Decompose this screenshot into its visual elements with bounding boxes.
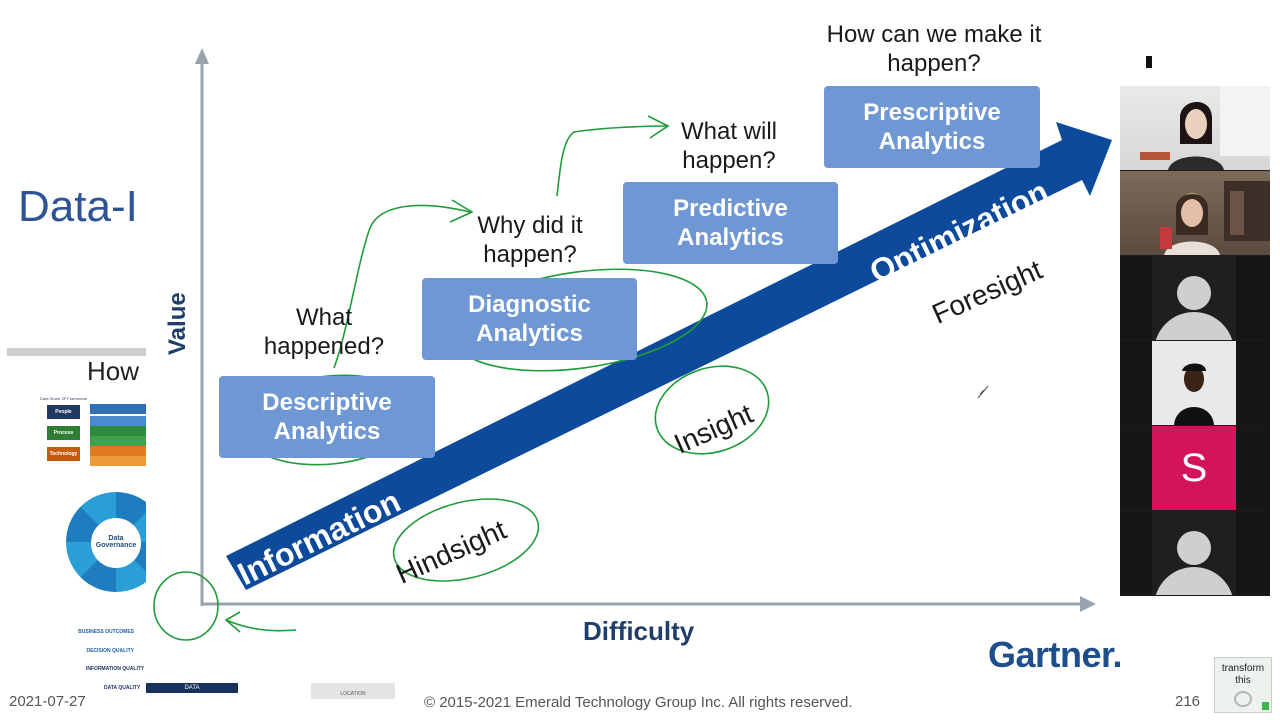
x-axis-label: Difficulty bbox=[583, 616, 695, 646]
framework-people: People bbox=[47, 405, 80, 419]
slide-title-fragment: Data-I bbox=[18, 182, 138, 231]
framework-bar bbox=[90, 426, 146, 436]
mini-framework-diagram: Data Smart 3P Framework People Process T… bbox=[40, 396, 146, 468]
question-how-can-we-make-it-happen: How can we make it happen? bbox=[826, 21, 1042, 77]
framework-process: Process bbox=[47, 426, 80, 440]
framework-bar bbox=[90, 416, 146, 426]
quality-level: DECISION QUALITY bbox=[86, 648, 134, 654]
question-why-did-it-happen: Why did it happen? bbox=[477, 212, 583, 268]
participant-video-panel: S bbox=[1120, 86, 1270, 596]
participant-initial: S bbox=[1152, 426, 1236, 510]
participant-tile-5[interactable]: S bbox=[1120, 426, 1270, 510]
window-marker bbox=[1146, 56, 1152, 68]
data-tab: DATA bbox=[146, 683, 238, 693]
slide-number: 216 bbox=[1175, 693, 1201, 710]
transform-icon bbox=[1234, 691, 1252, 707]
stage-descriptive-analytics: Descriptive Analytics bbox=[219, 376, 435, 458]
person-avatar-icon bbox=[1152, 511, 1236, 595]
footer-copyright: © 2015-2021 Emerald Technology Group Inc… bbox=[424, 694, 853, 711]
participant-tile-6[interactable] bbox=[1120, 511, 1270, 595]
question-what-happened: What happened? bbox=[263, 304, 385, 360]
y-axis-label: Value bbox=[164, 292, 191, 355]
participant-video-icon bbox=[1160, 181, 1270, 255]
footer-date: 2021-07-27 bbox=[9, 693, 86, 710]
status-dot-icon bbox=[1262, 702, 1269, 710]
framework-caption: Data Smart 3P Framework bbox=[40, 396, 88, 401]
transform-this-button[interactable]: transform this bbox=[1214, 657, 1272, 713]
y-axis-arrow bbox=[195, 48, 209, 64]
gartner-logo: Gartner. bbox=[988, 634, 1123, 675]
framework-bar bbox=[90, 446, 146, 456]
participant-video-icon bbox=[1140, 86, 1270, 170]
question-what-will-happen: What will happen? bbox=[680, 118, 777, 174]
participant-tile-4[interactable] bbox=[1120, 341, 1270, 425]
stage-diagnostic-analytics: Diagnostic Analytics bbox=[422, 278, 637, 360]
left-slide-fragment: Data-I How Data Smart 3P Framework Peopl… bbox=[0, 0, 146, 720]
participant-tile-3[interactable] bbox=[1120, 256, 1270, 340]
location-tab: LOCATION bbox=[311, 683, 395, 699]
optimization-arrow bbox=[226, 122, 1112, 590]
governance-center: Data Governance bbox=[91, 518, 141, 568]
stage-prescriptive-analytics: Prescriptive Analytics bbox=[824, 86, 1040, 168]
quality-level: BUSINESS OUTCOMES bbox=[78, 629, 134, 635]
stage-predictive-analytics: Predictive Analytics bbox=[623, 182, 838, 264]
divider bbox=[7, 348, 146, 356]
pen-cursor-icon bbox=[977, 385, 989, 399]
framework-bar bbox=[90, 456, 146, 466]
participant-video-icon bbox=[1152, 341, 1236, 425]
x-axis-arrow bbox=[1080, 596, 1096, 612]
person-avatar-icon bbox=[1152, 256, 1236, 340]
quality-level: INFORMATION QUALITY bbox=[86, 666, 145, 672]
participant-tile-2[interactable] bbox=[1120, 171, 1270, 255]
subtitle-fragment: How bbox=[87, 356, 140, 386]
framework-technology: Technology bbox=[47, 447, 80, 461]
framework-bar bbox=[90, 404, 146, 414]
participant-tile-1[interactable] bbox=[1120, 86, 1270, 170]
framework-bar bbox=[90, 436, 146, 446]
transform-this-label: transform this bbox=[1221, 663, 1265, 686]
quality-level: DATA QUALITY bbox=[104, 685, 141, 691]
